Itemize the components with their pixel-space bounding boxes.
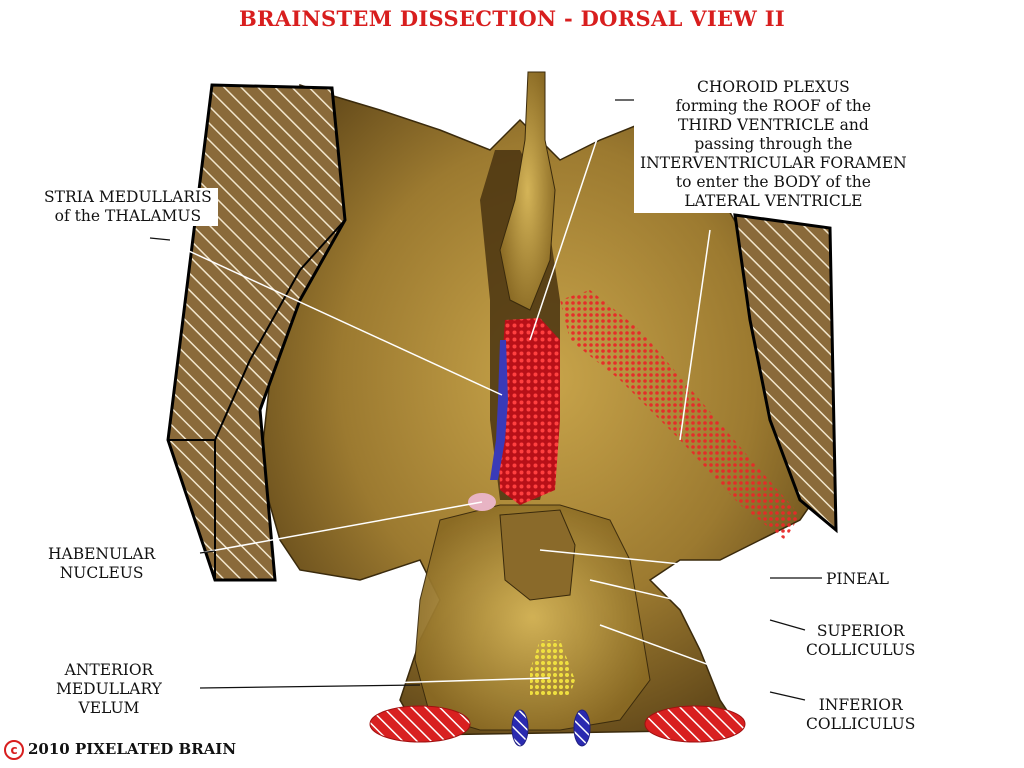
- label-anterior-line3: VELUM: [78, 699, 140, 717]
- left-cut-oval: [369, 705, 471, 743]
- label-inferior-colliculus: INFERIOR COLLICULUS: [806, 696, 915, 734]
- label-choroid-line3: THIRD VENTRICLE and: [678, 116, 869, 134]
- third-ventricle-marker: [498, 318, 560, 505]
- right-small-blue-oval: [573, 709, 591, 747]
- upper-stalk: [499, 71, 556, 311]
- label-stria-medullaris: STRIA MEDULLARIS of the THALAMUS: [38, 188, 218, 226]
- label-inferior-line1: INFERIOR: [818, 696, 903, 714]
- label-choroid-plexus: CHOROID PLEXUS forming the ROOF of the T…: [634, 76, 913, 213]
- anterior-medullary-velum-marker: [530, 640, 575, 695]
- leader-habenular: [199, 501, 483, 554]
- leader-choroid-2: [529, 99, 611, 341]
- label-anterior-line2: MEDULLARY: [56, 680, 162, 698]
- label-habenular-line2: NUCLEUS: [59, 564, 144, 582]
- label-anterior-line1: ANTERIOR: [64, 661, 154, 679]
- copyright-text: 2010 PIXELATED BRAIN: [28, 740, 237, 758]
- right-cut-oval: [644, 705, 746, 743]
- label-choroid-line6: to enter the BODY of the: [675, 173, 871, 191]
- label-choroid-line7: LATERAL VENTRICLE: [684, 192, 863, 210]
- label-choroid-line2: forming the ROOF of the: [675, 97, 872, 115]
- leader-choroid-3: [679, 229, 711, 441]
- label-choroid-line4: passing through the: [694, 135, 853, 153]
- label-choroid-line5: INTERVENTRICULAR FORAMEN: [640, 154, 907, 172]
- pineal-body: [499, 509, 576, 601]
- label-habenular-line1: HABENULAR: [48, 545, 156, 563]
- leader-stria: [164, 239, 503, 396]
- label-superior-line2: COLLICULUS: [806, 641, 916, 659]
- label-choroid-line1: CHOROID PLEXUS: [697, 78, 850, 96]
- label-superior-line1: SUPERIOR: [816, 622, 905, 640]
- right-cut-face: [733, 213, 838, 534]
- label-stria-line1: STRIA MEDULLARIS: [44, 188, 212, 206]
- copyright-icon: c: [4, 740, 24, 760]
- lower-brainstem: [414, 504, 651, 731]
- choroid-plexus-marker: [560, 290, 800, 540]
- leader-pineal: [539, 549, 821, 579]
- stria-medullaris-marker: [490, 340, 508, 480]
- label-inferior-line2: COLLICULUS: [806, 715, 916, 733]
- diagram-title: BRAINSTEM DISSECTION - DORSAL VIEW II: [238, 6, 786, 31]
- leader-velum: [219, 677, 551, 689]
- label-anterior-medullary-velum: ANTERIOR MEDULLARY VELUM: [56, 661, 162, 718]
- label-habenular-nucleus: HABENULAR NUCLEUS: [48, 545, 155, 583]
- leader-inferior: [599, 624, 806, 701]
- label-superior-colliculus: SUPERIOR COLLICULUS: [806, 622, 915, 660]
- label-stria-line2: of the THALAMUS: [54, 207, 202, 225]
- label-pineal: PINEAL: [826, 570, 889, 588]
- leader-superior: [589, 579, 806, 631]
- left-small-blue-oval: [511, 709, 529, 747]
